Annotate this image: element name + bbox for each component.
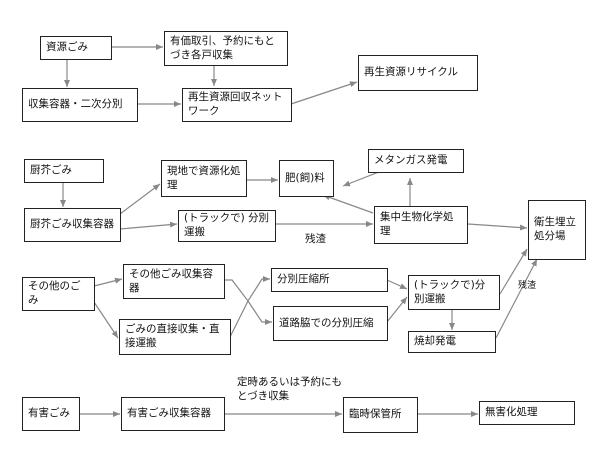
- arrow-central-to-fertilizer: [322, 194, 374, 214]
- scheduled-note-label: 定時あるいは予約にもとづき収集: [237, 376, 342, 402]
- detox-box: 無害化処理: [479, 401, 575, 425]
- residue-label: 残渣: [305, 233, 326, 245]
- valuable-deal-box: 有価取引、予約にもとづき各戸収集: [164, 31, 288, 66]
- recovery-network-box: 再生資源回収ネットワーク: [182, 88, 292, 122]
- landfill-box: 衛生埋立処分場: [528, 200, 586, 260]
- arrow-roadside-to-truck: [386, 296, 408, 323]
- arrow-collection-to-onsite: [119, 183, 161, 215]
- arrow-split-to-sorting: [224, 276, 270, 303]
- roadside-compress-box: 道路脇での分別圧縮: [273, 306, 388, 341]
- hazardous-container-box: 有害ごみ収集容器: [121, 397, 225, 431]
- truck-sorted2-box: (トラックで)分別運搬: [408, 275, 500, 310]
- kitchen-waste-box: 厨芥ごみ: [24, 159, 104, 183]
- truck-sorted-box: (トラックで) 分別運搬: [178, 210, 276, 242]
- residue2-label: 残渣: [518, 281, 537, 291]
- other-container-box: その他ごみ収集容器: [123, 264, 225, 299]
- methane-box: メタンガス発電: [368, 149, 464, 173]
- kitchen-collection-box: 厨芥ごみ収集容器: [24, 208, 121, 242]
- resource-waste-box: 資源ごみ: [40, 36, 112, 60]
- other-waste-box: その他のごみ: [22, 277, 95, 311]
- recycle-box: 再生資源リサイクル: [358, 55, 478, 91]
- sorting-compress-box: 分別圧縮所: [271, 268, 388, 292]
- arrow-incineration-to-landfill: [495, 258, 538, 339]
- collection-container-box: 収集容器・二次分別: [22, 88, 138, 122]
- onsite-resource-box: 現地で資源化処理: [161, 160, 247, 197]
- arrow-truck2-to-landfill: [499, 248, 528, 295]
- arrow-collection-to-truck: [119, 221, 178, 230]
- incineration-box: 焼却発電: [408, 331, 496, 353]
- hazardous-box: 有害ごみ: [22, 397, 80, 431]
- arrow-network-to-recycle: [290, 81, 358, 105]
- central-bio-box: 集中生物化学処理: [374, 206, 468, 244]
- arrow-sorting-to-truck: [386, 279, 408, 290]
- arrow-split-to-roadside: [229, 299, 272, 338]
- fertilizer-box: 肥(飼)料: [279, 160, 334, 197]
- arrow-central-to-landfill: [467, 223, 528, 231]
- arrow-other-to-direct: [93, 301, 119, 339]
- temp-storage-box: 臨時保管所: [343, 397, 418, 433]
- direct-collect-box: ごみの直接収集・直接運搬: [119, 319, 231, 355]
- arrow-other-to-container: [93, 277, 123, 287]
